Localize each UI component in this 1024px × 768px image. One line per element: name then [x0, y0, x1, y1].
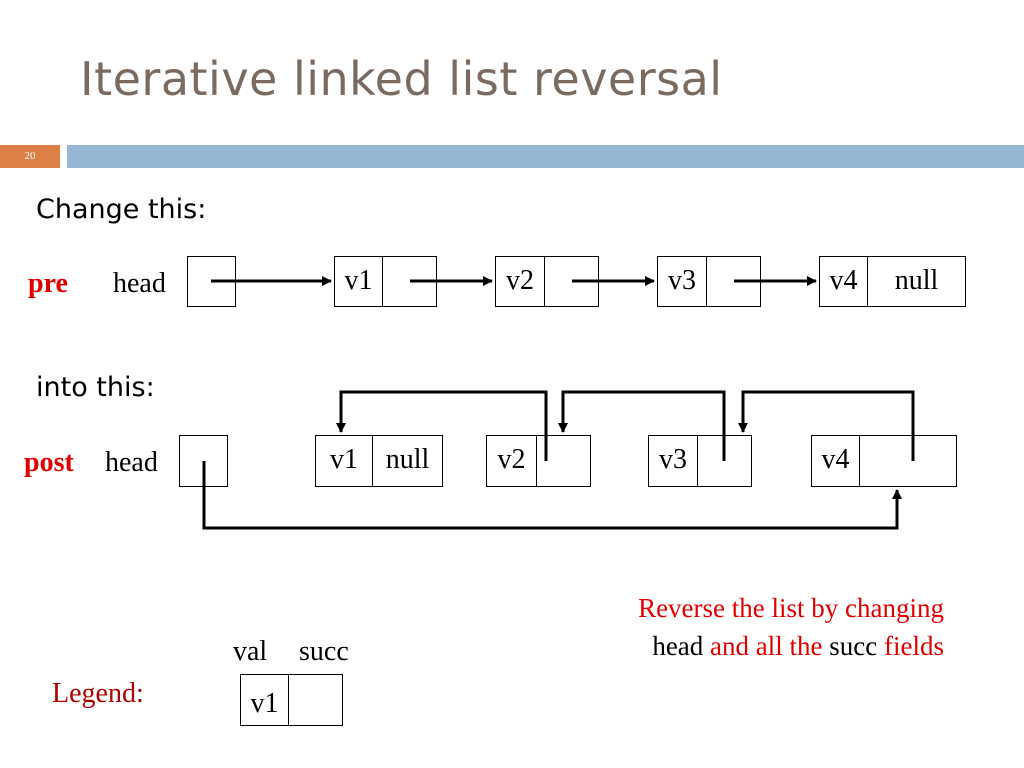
note-line-2: head and all the succ fields [638, 628, 944, 666]
node-val: v2 [487, 436, 537, 486]
slide-title: Iterative linked list reversal [80, 52, 723, 106]
node-succ: null [894, 265, 939, 296]
post-node-v2: v2 [486, 435, 591, 487]
post-arrow-v4-v3 [738, 390, 915, 461]
pre-head-label: head [113, 268, 166, 299]
node-val: v2 [496, 257, 545, 306]
note-line-1: Reverse the list by changing [638, 593, 944, 623]
post-node-v1: v1 null [315, 435, 443, 487]
post-arrow-v2-v1 [336, 390, 548, 461]
node-val: v3 [649, 436, 698, 486]
node-val: v1 [241, 675, 289, 725]
note-text: fields [877, 630, 944, 661]
node-val: v1 [335, 257, 383, 306]
node-val: v4 [820, 257, 868, 306]
into-heading: into this: [36, 372, 155, 403]
node-succ: null [385, 444, 430, 475]
pre-label: pre [28, 268, 68, 299]
pre-node-v1: v1 [334, 256, 437, 307]
post-label: post [24, 447, 74, 478]
legend-node: v1 [240, 674, 343, 726]
pre-node-v4: v4 null [819, 256, 966, 307]
header-bar [67, 145, 1024, 168]
node-val: v1 [316, 436, 373, 486]
post-arrow-v3-v2 [558, 390, 726, 461]
node-val: v4 [812, 436, 860, 486]
post-node-v3: v3 [648, 435, 752, 487]
change-heading: Change this: [36, 194, 207, 225]
slide-number: 20 [0, 145, 60, 168]
node-val: v3 [658, 257, 707, 306]
reversal-note: Reverse the list by changing head and al… [638, 590, 944, 666]
post-arrow-head-v4 [202, 461, 902, 530]
post-head-label: head [105, 447, 158, 478]
post-node-v4: v4 [811, 435, 957, 487]
legend-succ-label: succ [299, 636, 349, 667]
legend-val-label: val [233, 636, 268, 667]
legend-label: Legend: [52, 678, 144, 709]
note-head-word: head [652, 630, 704, 661]
note-text: and all the [703, 630, 830, 661]
note-succ-word: succ [829, 630, 878, 661]
node-succ [289, 675, 342, 725]
